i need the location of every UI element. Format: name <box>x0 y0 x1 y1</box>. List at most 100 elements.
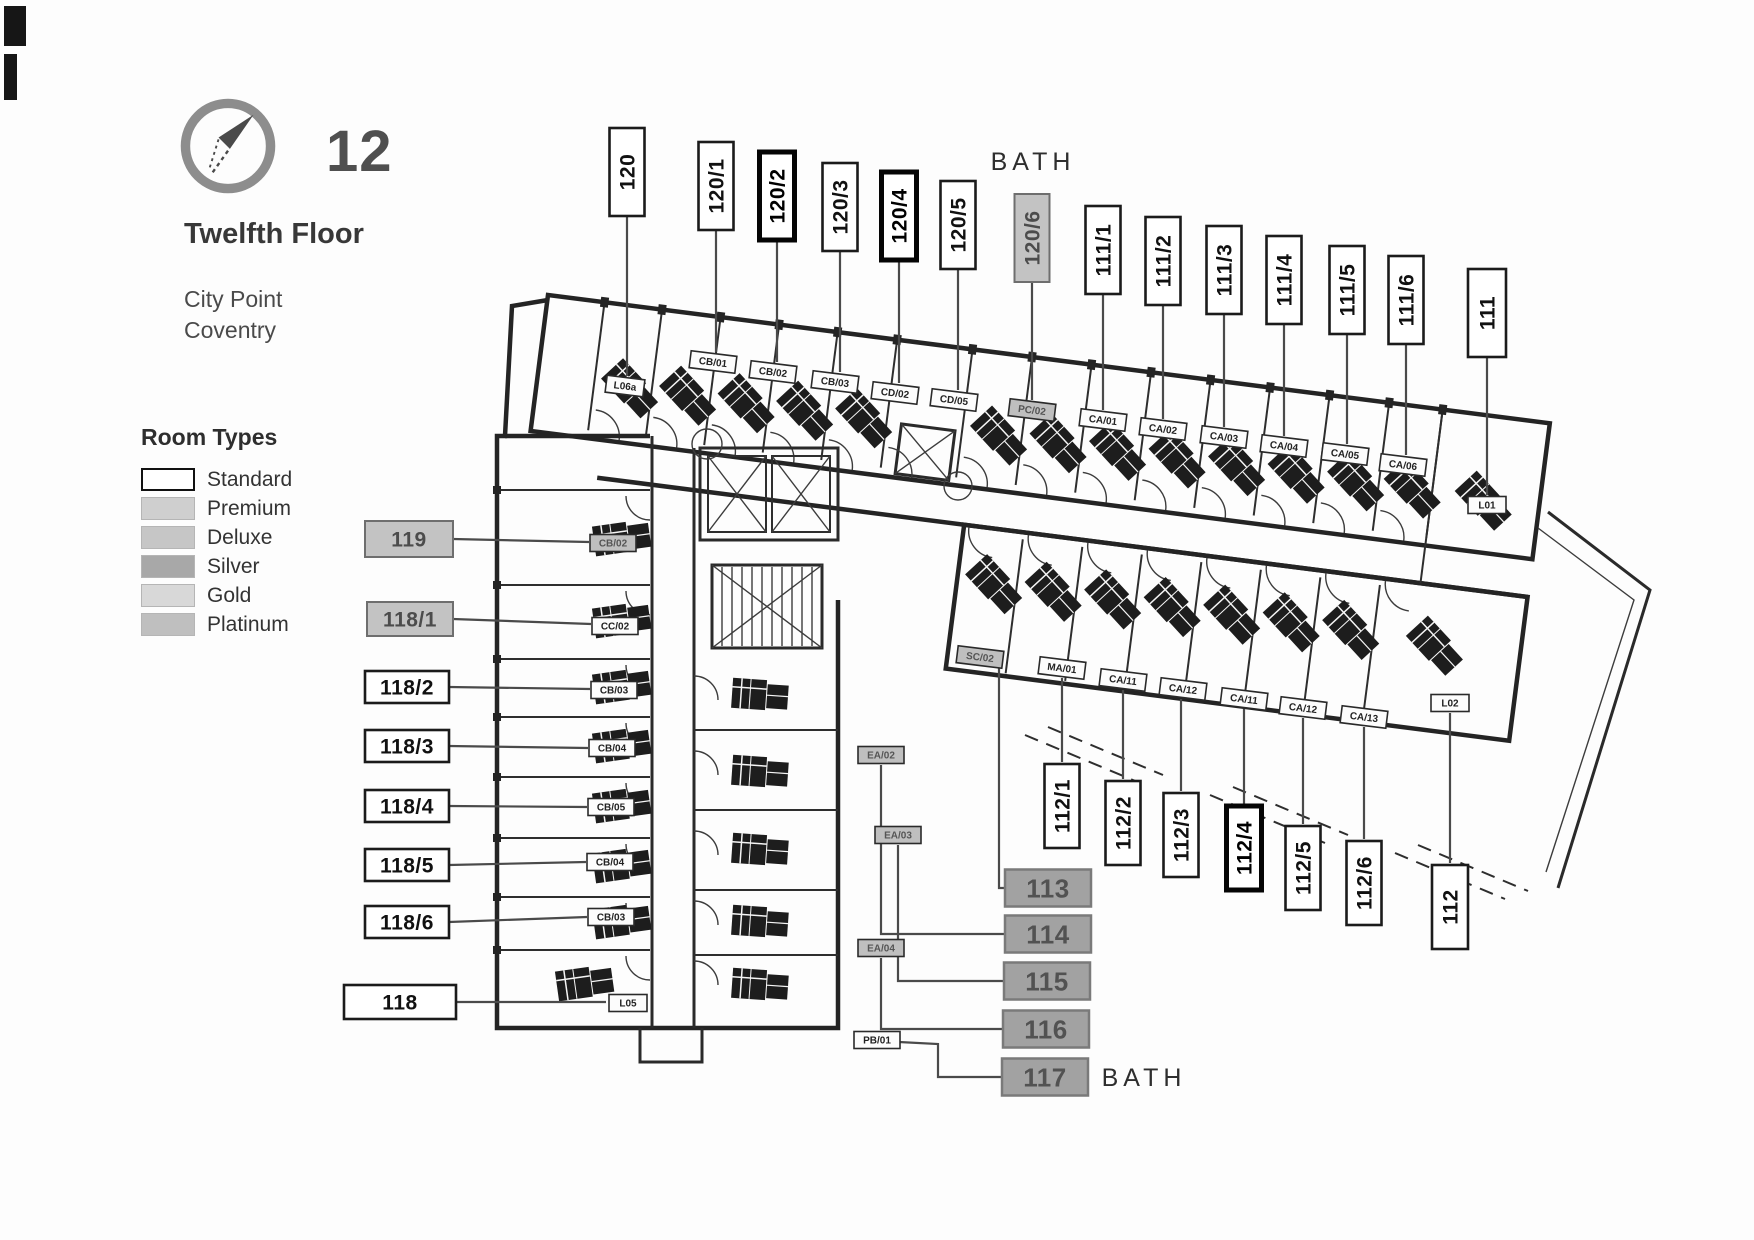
room-code-CB/03: CB/03 <box>810 369 860 395</box>
room-label-text: 120/3 <box>830 179 853 234</box>
room-code-CB/03: CB/03 <box>587 907 635 927</box>
room-label-118/5: 118/5 <box>363 847 451 883</box>
left-wing <box>493 297 973 1064</box>
room-label-text: 111/1 <box>1093 224 1116 277</box>
room-label-117: 117 <box>1000 1057 1090 1097</box>
room-code-text: CA/05 <box>1330 448 1360 462</box>
room-code-CA/05: CA/05 <box>1320 441 1370 467</box>
room-code-CB/02: CB/02 <box>748 359 798 385</box>
building-location: City Point Coventry <box>184 284 282 346</box>
scan-artifact <box>4 6 26 46</box>
room-label-text: 120/4 <box>889 188 912 243</box>
room-label-115: 115 <box>1002 961 1092 1001</box>
room-code-CA/11: CA/11 <box>1219 686 1269 712</box>
room-label-text: 118/3 <box>380 736 434 759</box>
room-code-text: CA/02 <box>1148 423 1178 437</box>
room-code-SC/02: SC/02 <box>955 644 1005 670</box>
legend-item-standard: Standard <box>141 465 292 494</box>
room-label-text: 114 <box>1026 919 1069 949</box>
room-code-text: CA/03 <box>1209 431 1239 445</box>
legend-item-platinum: Platinum <box>141 610 292 639</box>
room-code-text: SC/02 <box>965 651 994 665</box>
room-code-text: CA/11 <box>1108 674 1137 688</box>
leader-line-119 <box>452 537 590 544</box>
room-code-CB/02: CB/02 <box>589 533 637 553</box>
leader-line-118/6 <box>448 915 588 924</box>
legend-label: Gold <box>207 583 252 607</box>
room-label-112/6: 112/6 <box>1345 839 1383 927</box>
room-label-text: 112/6 <box>1354 856 1377 910</box>
room-code-text: L05 <box>619 999 637 1010</box>
room-code-CA/01: CA/01 <box>1078 407 1128 433</box>
room-code-text: CB/05 <box>597 803 626 814</box>
room-label-text: 118/2 <box>380 677 434 700</box>
room-code-CB/04: CB/04 <box>588 738 636 758</box>
room-label-text: 120/5 <box>948 197 971 252</box>
leader-line-117 <box>898 1040 1002 1079</box>
room-code-EA/03: EA/03 <box>874 825 922 845</box>
bath-label: BATH <box>991 148 1076 176</box>
room-code-text: CB/03 <box>600 686 629 697</box>
legend-swatch <box>141 468 195 491</box>
legend-label: Deluxe <box>207 525 273 549</box>
room-code-text: CA/12 <box>1168 683 1198 697</box>
room-label-text: 111/5 <box>1337 264 1360 317</box>
room-label-text: 112/1 <box>1052 779 1075 833</box>
leader-line-118/2 <box>448 685 591 691</box>
floor-number: 12 <box>326 119 393 184</box>
room-label-118/1: 118/1 <box>366 601 454 637</box>
room-code-text: CD/05 <box>939 394 969 408</box>
room-code-text: CB/03 <box>597 913 626 924</box>
room-code-text: CB/02 <box>758 366 788 380</box>
room-code-L05: L05 <box>608 993 648 1013</box>
room-label-text: 117 <box>1023 1062 1066 1092</box>
room-label-text: 111/2 <box>1153 235 1176 288</box>
room-label-111/2: 111/2 <box>1144 215 1182 307</box>
room-label-text: 112/4 <box>1234 821 1257 875</box>
room-label-text: 112/2 <box>1113 796 1136 850</box>
top-wing <box>528 292 1553 744</box>
room-code-CA/02: CA/02 <box>1138 416 1188 442</box>
room-code-text: CB/04 <box>598 744 627 755</box>
room-label-118/3: 118/3 <box>363 728 451 764</box>
room-label-text: 116 <box>1024 1014 1067 1044</box>
room-label-120/2: 120/2 <box>757 149 797 243</box>
room-code-text: MA/01 <box>1047 662 1078 677</box>
room-code-CD/05: CD/05 <box>929 387 979 413</box>
room-code-CA/12: CA/12 <box>1158 676 1208 702</box>
room-label-text: 120/6 <box>1022 210 1045 265</box>
leader-lines-layer <box>448 216 1489 1079</box>
room-code-text: L06a <box>613 380 637 394</box>
legend-item-gold: Gold <box>141 581 292 610</box>
room-label-text: 115 <box>1025 966 1068 996</box>
room-label-116: 116 <box>1001 1009 1091 1049</box>
room-code-CA/12: CA/12 <box>1278 695 1328 721</box>
room-code-CB/05: CB/05 <box>587 797 635 817</box>
legend-swatch <box>141 584 195 607</box>
room-label-text: 111/4 <box>1274 254 1297 307</box>
room-code-text: CB/02 <box>599 539 628 550</box>
legend-label: Silver <box>207 554 260 578</box>
room-label-114: 114 <box>1003 914 1093 954</box>
room-label-text: 111/6 <box>1396 274 1419 327</box>
building-city: Coventry <box>184 317 277 343</box>
room-label-text: 112 <box>1440 889 1463 924</box>
room-code-text: CA/12 <box>1288 702 1318 716</box>
room-code-text: CB/01 <box>698 356 728 370</box>
leader-line-116 <box>879 958 1003 1031</box>
room-code-text: CA/06 <box>1388 459 1418 473</box>
room-label-text: 111/3 <box>1214 244 1237 297</box>
room-code-text: CA/11 <box>1229 693 1258 707</box>
scan-artifact <box>4 54 17 100</box>
room-label-text: 118 <box>382 992 417 1015</box>
room-label-112/1: 112/1 <box>1043 762 1081 850</box>
leader-line-118/1 <box>452 617 592 626</box>
room-label-111/5: 111/5 <box>1328 244 1366 336</box>
room-label-120/1: 120/1 <box>697 140 735 232</box>
room-label-text: 120 <box>617 154 640 191</box>
room-label-111/3: 111/3 <box>1205 224 1243 316</box>
room-label-text: 113 <box>1026 873 1069 903</box>
room-label-text: 112/5 <box>1293 841 1316 895</box>
